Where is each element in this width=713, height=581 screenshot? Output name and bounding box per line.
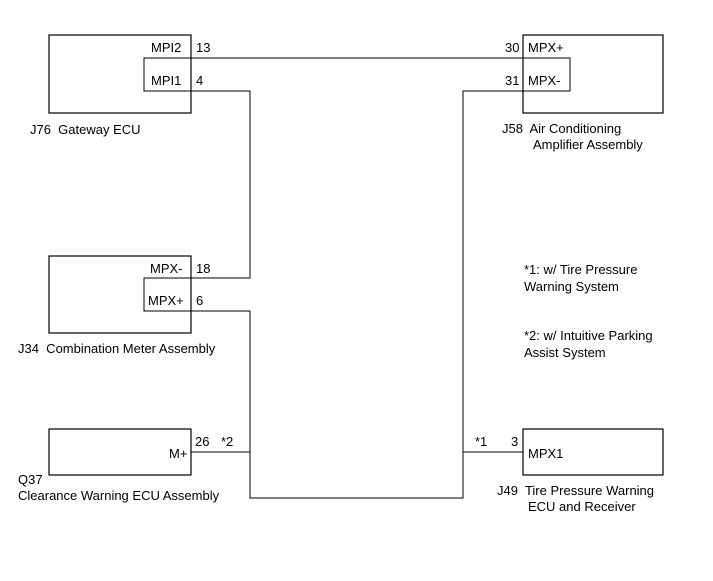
j76-pin-mpi1-number: 4 xyxy=(196,73,204,88)
j76-pin-mpi2-number: 13 xyxy=(196,40,211,55)
q37-pin-m-plus-note: *2 xyxy=(221,434,234,449)
note-2-line2: Assist System xyxy=(524,345,606,360)
note-1-line1: *1: w/ Tire Pressure xyxy=(524,262,638,277)
j34-pin-mpx-plus-number: 6 xyxy=(196,293,204,308)
j34-pin-mpx-plus-name: MPX+ xyxy=(148,293,184,308)
wire-combination-meter-to-clearance xyxy=(191,310,464,499)
note-1-line2: Warning System xyxy=(524,279,619,294)
j49-label-line2: ECU and Receiver xyxy=(528,499,636,514)
j49-pin-mpx1-number: 3 xyxy=(511,434,519,449)
note-2-line1: *2: w/ Intuitive Parking xyxy=(524,328,653,343)
j76-label: J76 Gateway ECU xyxy=(30,122,141,137)
j34-pin-mpx-minus-name: MPX- xyxy=(150,261,183,276)
j49-pin-mpx1-name: MPX1 xyxy=(528,446,564,461)
j76-pin-mpi1-name: MPI1 xyxy=(151,73,182,88)
j58-label-line2: Amplifier Assembly xyxy=(533,137,643,152)
q37-pin-m-plus-name: M+ xyxy=(169,446,188,461)
j58-pin-mpx-minus-name: MPX- xyxy=(528,73,561,88)
j58-label-line1: J58 Air Conditioning xyxy=(502,121,622,136)
j76-inner-box xyxy=(143,57,192,92)
j58-pin-mpx-plus-number: 30 xyxy=(505,40,520,55)
j49-label-line1: J49 Tire Pressure Warning xyxy=(497,483,655,498)
wire-mpx-minus-to-tire-pressure xyxy=(462,90,523,453)
q37-pin-m-plus-number: 26 xyxy=(195,434,210,449)
wire-mpi1-to-combination-meter xyxy=(191,90,251,279)
j34-label: J34 Combination Meter Assembly xyxy=(18,341,216,356)
q37-label-line1: Q37 xyxy=(18,472,43,487)
j58-inner-box xyxy=(522,57,571,92)
j49-pin-mpx1-note: *1 xyxy=(475,434,488,449)
j34-pin-mpx-minus-number: 18 xyxy=(196,261,211,276)
j76-pin-mpi2-name: MPI2 xyxy=(151,40,182,55)
q37-label-line2: Clearance Warning ECU Assembly xyxy=(18,488,220,503)
j58-pin-mpx-plus-name: MPX+ xyxy=(528,40,564,55)
j34-inner-box xyxy=(143,277,192,312)
j58-pin-mpx-minus-number: 31 xyxy=(505,73,520,88)
